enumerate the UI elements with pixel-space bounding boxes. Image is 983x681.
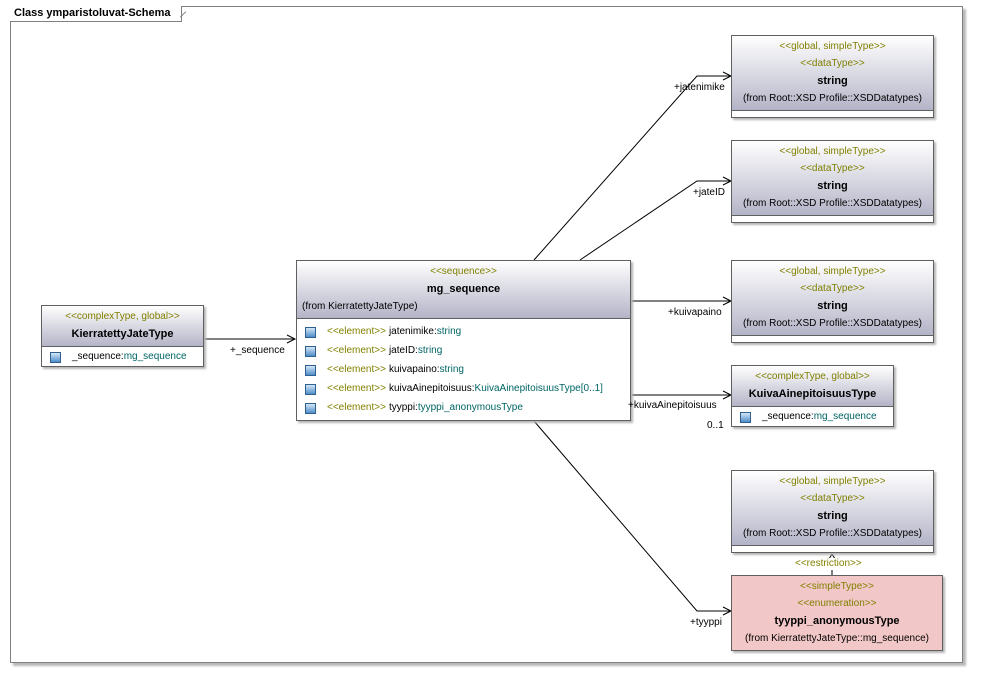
stereotype: <<enumeration>>: [797, 598, 877, 609]
attribute-icon: [50, 352, 61, 363]
attribute-name: _sequence:: [762, 411, 814, 422]
stereotype: <<sequence>>: [430, 266, 497, 277]
stereotype: <<simpleType>>: [800, 581, 874, 592]
attribute-name: jateID:: [388, 345, 418, 356]
diagram-title: Class ymparistoluvat-Schema: [10, 6, 182, 22]
attribute-stereotype: <<element>>: [327, 345, 386, 356]
attribute-type: string: [417, 345, 443, 356]
class-tyyppi-anonymoustype[interactable]: <<simpleType>> <<enumeration>> tyyppi_an…: [731, 575, 943, 651]
attribute-row[interactable]: <<element>>kuivaAinepitoisuus:KuivaAinep…: [297, 379, 630, 398]
restriction-label: <<restriction>>: [795, 558, 862, 570]
stereotype: <<global, simpleType>>: [779, 146, 886, 157]
class-string-3[interactable]: <<global, simpleType>> <<dataType>> stri…: [731, 260, 934, 343]
attribute-row[interactable]: _sequence:mg_sequence: [42, 347, 203, 366]
class-origin: (from Root::XSD Profile::XSDDatatypes): [743, 318, 922, 329]
class-origin: (from Root::XSD Profile::XSDDatatypes): [743, 198, 922, 209]
class-origin: (from KierratettyJateType::mg_sequence): [745, 633, 929, 644]
class-origin: (from Root::XSD Profile::XSDDatatypes): [743, 528, 922, 539]
attribute-row[interactable]: <<element>>tyyppi:tyyppi_anonymousType: [297, 398, 630, 417]
class-kuivaainepitoisuustype[interactable]: <<complexType, global>> KuivaAinepitoisu…: [731, 365, 894, 427]
role-label-jateid: +jateID: [693, 187, 725, 198]
attribute-icon: [740, 412, 751, 423]
attribute-icon: [305, 384, 316, 395]
role-label-jatenimike: +jatenimike: [674, 82, 725, 93]
role-label-kuivaainepitoisuus: +kuivaAinepitoisuus: [628, 400, 717, 411]
attribute-type: tyyppi_anonymousType: [417, 402, 523, 413]
attribute-icon: [305, 365, 316, 376]
attribute-stereotype: <<element>>: [327, 383, 386, 394]
multiplicity-label: 0..1: [707, 420, 724, 431]
class-name: KuivaAinepitoisuusType: [748, 388, 877, 400]
attribute-stereotype: <<element>>: [327, 402, 386, 413]
stereotype: <<global, simpleType>>: [779, 41, 886, 52]
attribute-type: string: [439, 364, 464, 375]
attribute-name: kuivapaino:: [388, 364, 440, 375]
class-name: string: [817, 75, 848, 87]
attribute-row[interactable]: _sequence:mg_sequence: [732, 407, 893, 426]
class-kierratettyjatetype[interactable]: <<complexType, global>> KierratettyJateT…: [41, 305, 204, 367]
role-label-tyyppi: +tyyppi: [690, 617, 722, 628]
empty-compartment: [732, 111, 933, 117]
class-name: KierratettyJateType: [71, 328, 174, 340]
stereotype: <<global, simpleType>>: [779, 266, 886, 277]
empty-compartment: [732, 216, 933, 222]
jatenimike-link: [533, 75, 731, 261]
attribute-row[interactable]: <<element>>jatenimike:string: [297, 322, 630, 341]
attribute-icon: [305, 327, 316, 338]
attribute-stereotype: <<element>>: [327, 326, 386, 337]
empty-compartment: [732, 336, 933, 342]
jateid-link: [579, 180, 731, 261]
attribute-name: jatenimike:: [388, 326, 437, 337]
stereotype: <<complexType, global>>: [755, 371, 870, 382]
class-name: string: [817, 180, 848, 192]
attribute-type: KuivaAinepitoisuusType[0..1]: [474, 383, 603, 394]
stereotype: <<global, simpleType>>: [779, 476, 886, 487]
attribute-name: tyyppi:: [388, 402, 418, 413]
attribute-icon: [305, 403, 316, 414]
attribute-type: mg_sequence: [123, 351, 187, 362]
class-string-4[interactable]: <<global, simpleType>> <<dataType>> stri…: [731, 470, 934, 553]
attribute-row[interactable]: <<element>>jateID:string: [297, 341, 630, 360]
tyyppi-link: [533, 420, 731, 612]
role-label-sequence: +_sequence: [230, 345, 285, 356]
sequence-arrowhead: [286, 334, 297, 344]
stereotype: <<dataType>>: [800, 58, 865, 69]
stereotype: <<dataType>>: [800, 283, 865, 294]
role-label-kuivapaino: +kuivapaino: [668, 307, 722, 318]
attribute-type: mg_sequence: [813, 411, 877, 422]
class-name: tyyppi_anonymousType: [774, 615, 900, 627]
class-name: mg_sequence: [426, 283, 501, 295]
class-name: string: [817, 300, 848, 312]
attribute-name: _sequence:: [72, 351, 124, 362]
stereotype: <<dataType>>: [800, 163, 865, 174]
attribute-name: kuivaAinepitoisuus:: [388, 383, 475, 394]
class-name: string: [817, 510, 848, 522]
empty-compartment: [732, 546, 933, 552]
class-mg-sequence[interactable]: <<sequence>> mg_sequence (from Kierratet…: [296, 260, 631, 421]
stereotype: <<dataType>>: [800, 493, 865, 504]
stereotype: <<complexType, global>>: [65, 311, 180, 322]
attribute-type: string: [436, 326, 462, 337]
attribute-icon: [305, 346, 316, 357]
class-origin: (from KierratettyJateType): [302, 301, 418, 312]
class-string-2[interactable]: <<global, simpleType>> <<dataType>> stri…: [731, 140, 934, 223]
class-origin: (from Root::XSD Profile::XSDDatatypes): [743, 93, 922, 104]
attribute-row[interactable]: <<element>>kuivapaino:string: [297, 360, 630, 379]
class-string-1[interactable]: <<global, simpleType>> <<dataType>> stri…: [731, 35, 934, 118]
attribute-stereotype: <<element>>: [327, 364, 386, 375]
